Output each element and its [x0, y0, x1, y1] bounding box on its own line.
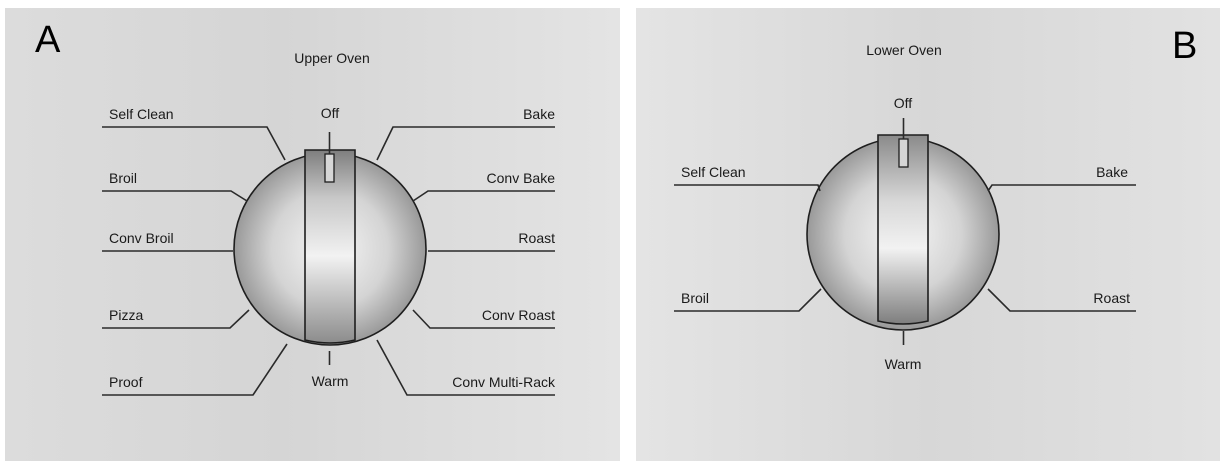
label-bake: Bake — [523, 106, 555, 122]
label-pizza: Pizza — [109, 307, 143, 323]
label-broil: Broil — [109, 170, 137, 186]
leader-lower-bake — [987, 184, 1136, 192]
leader-bake — [376, 126, 555, 161]
lower-warm-label: Warm — [885, 356, 922, 372]
label-conv-roast: Conv Roast — [482, 307, 555, 323]
upper-knob-indicator — [324, 153, 335, 183]
leader-pizza — [102, 309, 250, 329]
lower-knob-grip — [877, 134, 929, 325]
leader-conv-roast — [412, 309, 555, 329]
leader-conv-bake — [412, 190, 555, 202]
label-lower-broil: Broil — [681, 290, 709, 306]
upper-warm-label: Warm — [312, 373, 349, 389]
lower-oven-diagram: B Lower Oven Off Warm Self Clean Broil B… — [674, 25, 1197, 372]
leader-self-clean — [102, 126, 286, 161]
leader-proof — [102, 343, 288, 396]
upper-off-label: Off — [321, 105, 340, 121]
lower-oven-title: Lower Oven — [866, 42, 941, 58]
upper-knob-grip — [304, 149, 356, 344]
leader-lower-self-clean — [674, 184, 821, 192]
label-lower-roast: Roast — [1093, 290, 1130, 306]
lower-off-label: Off — [894, 95, 913, 111]
upper-oven-panel: A Upper Oven Off Warm Self Clean Broil C… — [5, 8, 620, 461]
upper-oven-title: Upper Oven — [294, 50, 369, 66]
lower-oven-panel: B Lower Oven Off Warm Self Clean Broil B… — [636, 8, 1220, 461]
label-conv-bake: Conv Bake — [487, 170, 556, 186]
upper-oven-diagram: A Upper Oven Off Warm Self Clean Broil C… — [35, 19, 556, 396]
leader-lower-broil — [674, 288, 822, 312]
label-lower-bake: Bake — [1096, 164, 1128, 180]
label-roast: Roast — [518, 230, 555, 246]
label-self-clean: Self Clean — [109, 106, 174, 122]
label-lower-self-clean: Self Clean — [681, 164, 746, 180]
leader-broil — [102, 190, 248, 202]
panel-letter-b: B — [1172, 25, 1197, 67]
label-proof: Proof — [109, 374, 143, 390]
label-conv-broil: Conv Broil — [109, 230, 174, 246]
leader-conv-multi-rack — [376, 339, 555, 396]
label-conv-multi-rack: Conv Multi-Rack — [452, 374, 556, 390]
panel-letter-a: A — [35, 19, 61, 61]
leader-lower-roast — [987, 288, 1136, 312]
lower-knob-indicator — [898, 138, 909, 168]
